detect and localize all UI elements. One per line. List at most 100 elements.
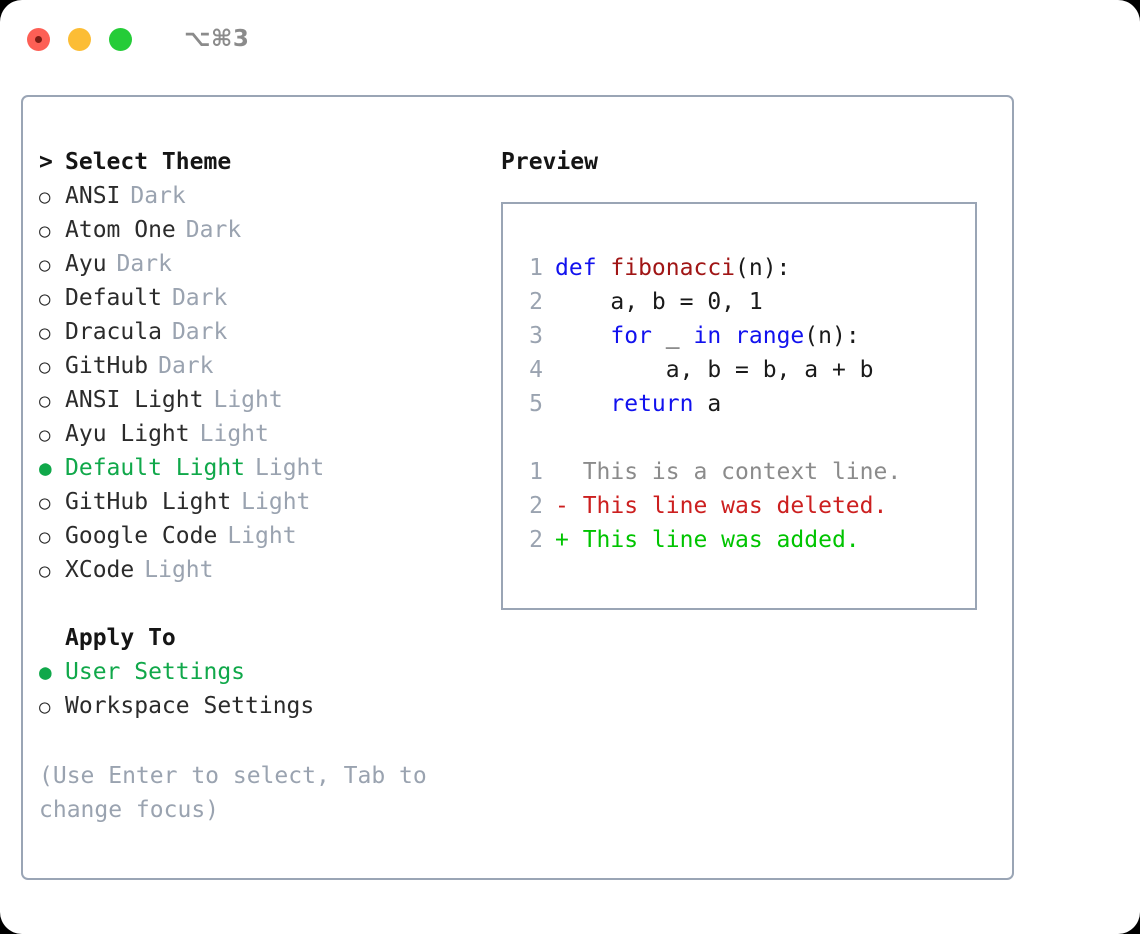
code-token — [555, 323, 610, 349]
code-token: range — [735, 323, 805, 349]
maximize-window-button[interactable] — [109, 27, 132, 51]
theme-mode-tag: Light — [213, 387, 283, 413]
line-number: 1 — [529, 459, 543, 485]
line-number: 2 — [529, 527, 543, 553]
theme-mode-tag: Light — [255, 455, 325, 481]
radio-selected-icon: ● — [39, 456, 52, 480]
theme-option-label: Dracula — [65, 319, 162, 345]
close-window-button[interactable] — [27, 27, 50, 51]
diff-line-text: This is a context line. — [555, 459, 902, 485]
diff-line-del: 2 - This line was deleted. — [517, 489, 901, 523]
radio-unselected-icon: ○ — [39, 390, 51, 412]
prompt-caret-icon: > — [39, 149, 53, 175]
theme-option-label: Ayu Light — [65, 421, 190, 447]
line-number: 2 — [529, 493, 543, 519]
select-theme-header: > Select Theme — [39, 145, 494, 179]
theme-option-xcode[interactable]: ○ XCode Light — [39, 553, 494, 587]
radio-unselected-icon: ○ — [39, 526, 51, 548]
code-token: (n): — [804, 323, 860, 349]
theme-mode-tag: Dark — [130, 183, 186, 209]
theme-option-label: ANSI Light — [65, 387, 204, 413]
code-line: 3 for _ in range(n): — [517, 319, 901, 353]
theme-mode-tag: Light — [241, 489, 311, 515]
apply-to-option-user-settings[interactable]: ● User Settings — [39, 655, 494, 689]
theme-option-label: GitHub — [65, 353, 149, 379]
preview-title: Preview — [501, 149, 598, 175]
line-number: 5 — [529, 391, 543, 417]
theme-mode-tag: Dark — [185, 217, 242, 243]
theme-option-default[interactable]: ○ Default Dark — [39, 281, 494, 315]
radio-unselected-icon: ○ — [39, 254, 51, 276]
code-token: a, b = 0, 1 — [555, 289, 763, 315]
apply-to-header: ○ Apply To — [39, 621, 494, 655]
code-line: 2 a, b = 0, 1 — [517, 285, 901, 319]
apply-to-option-label: User Settings — [65, 659, 246, 685]
code-token: in — [693, 323, 736, 349]
help-text: (Use Enter to select, Tab to change focu… — [39, 763, 427, 823]
theme-option-ayu[interactable]: ○ Ayu Dark — [39, 247, 494, 281]
theme-option-label: XCode — [65, 557, 135, 583]
keyboard-shortcut-label: ⌥⌘3 — [184, 26, 250, 52]
apply-to-option-workspace-settings[interactable]: ○ Workspace Settings — [39, 689, 494, 723]
theme-option-label: GitHub Light — [65, 489, 232, 515]
theme-option-ansi-light[interactable]: ○ ANSI Light Light — [39, 383, 494, 417]
theme-mode-tag: Light — [227, 523, 297, 549]
code-token: fibonacci — [610, 255, 736, 281]
line-number: 2 — [529, 289, 543, 315]
code-token: return — [610, 391, 708, 417]
list-spacer — [39, 587, 494, 621]
radio-unselected-icon: ○ — [39, 356, 51, 378]
radio-unselected-icon: ○ — [39, 560, 51, 582]
radio-unselected-icon: ○ — [39, 424, 51, 446]
code-token: _ — [665, 323, 694, 349]
theme-option-github[interactable]: ○ GitHub Dark — [39, 349, 494, 383]
apply-to-option-label: Workspace Settings — [65, 693, 315, 719]
diff-line-ctx: 1 This is a context line. — [517, 455, 901, 489]
theme-option-default-light[interactable]: ● Default Light Light — [39, 451, 494, 485]
code-token: (n): — [735, 255, 791, 281]
theme-option-label: Default Light — [65, 455, 246, 481]
title-bar: ⌥⌘3 — [0, 0, 1140, 78]
code-diff-spacer — [517, 421, 901, 455]
apply-to-option-list: ● User Settings ○ Workspace Settings — [39, 655, 494, 723]
theme-mode-tag: Dark — [171, 285, 228, 311]
line-number: 3 — [529, 323, 543, 349]
theme-option-label: Atom One — [65, 217, 176, 243]
code-token: def — [555, 255, 611, 281]
line-number: 1 — [529, 255, 543, 281]
code-line: 1 def fibonacci(n): — [517, 251, 901, 285]
radio-selected-icon: ● — [39, 660, 52, 684]
select-theme-title: Select Theme — [65, 149, 232, 175]
code-token — [555, 391, 610, 417]
code-line: 5 return a — [517, 387, 901, 421]
theme-mode-tag: Light — [144, 557, 214, 583]
radio-unselected-icon: ○ — [39, 696, 51, 718]
radio-unselected-icon: ○ — [39, 288, 51, 310]
theme-mode-tag: Dark — [158, 353, 214, 379]
theme-option-label: Default — [65, 285, 162, 311]
diff-line-add: 2+ This line was added. — [517, 523, 901, 557]
radio-unselected-icon: ○ — [39, 186, 51, 208]
code-line: 4 a, b = b, a + b — [517, 353, 901, 387]
theme-mode-tag: Dark — [116, 251, 172, 277]
theme-option-label: Ayu — [65, 251, 107, 277]
code-token: a — [707, 391, 722, 417]
apply-to-title: Apply To — [65, 625, 176, 651]
diff-line-text: - This line was deleted. — [555, 493, 888, 519]
code-token: for — [610, 323, 666, 349]
minimize-window-button[interactable] — [68, 27, 91, 51]
apply-to-marker-placeholder: ○ — [39, 622, 65, 656]
theme-mode-tag: Dark — [171, 319, 228, 345]
window-controls — [27, 27, 132, 51]
